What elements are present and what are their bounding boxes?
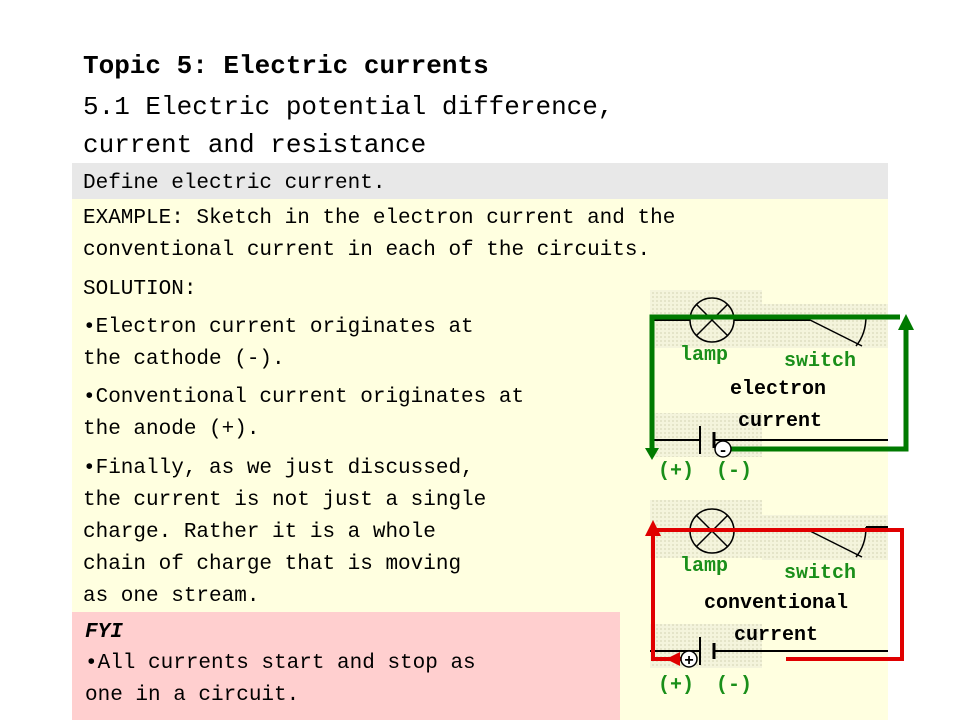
charge-plus-icon: + bbox=[680, 650, 698, 670]
charge-sign-2: + bbox=[684, 652, 694, 670]
conventional-current-arrow bbox=[645, 520, 904, 666]
current-label-line1: conventional bbox=[704, 592, 848, 615]
lamp-icon bbox=[689, 297, 735, 343]
terminal-minus-label: (-) bbox=[716, 674, 752, 697]
terminal-plus-label: (+) bbox=[658, 460, 694, 483]
conventional-circuit: + lamp switch conventional current (+) (… bbox=[645, 500, 904, 697]
page-title: Topic 5: Electric currents bbox=[83, 51, 489, 81]
page-subtitle: 5.1 Electric potential difference, curre… bbox=[83, 92, 614, 160]
fyi-title: FYI bbox=[85, 621, 123, 644]
switch-backdrop bbox=[762, 515, 888, 560]
bullet-chain: •Finally, as we just discussed, the curr… bbox=[83, 457, 487, 608]
define-bar: Define electric current. bbox=[72, 163, 888, 199]
electron-current-arrow bbox=[645, 314, 914, 460]
electron-circuit: - lamp switch electron current (+) (-) bbox=[645, 290, 914, 483]
bullet-electron: •Electron current originates at the cath… bbox=[83, 316, 474, 371]
define-text: Define electric current. bbox=[83, 172, 386, 195]
bullet-conventional: •Conventional current originates at the … bbox=[83, 386, 525, 441]
current-label-line1: electron bbox=[730, 378, 826, 401]
fyi-box: FYI •All currents start and stop as one … bbox=[72, 612, 620, 720]
switch-label: switch bbox=[784, 562, 856, 585]
fyi-body: •All currents start and stop as one in a… bbox=[85, 652, 476, 707]
battery-icon bbox=[699, 426, 716, 454]
battery-icon bbox=[699, 637, 716, 665]
solution-label: SOLUTION: bbox=[83, 278, 197, 301]
charge-sign-1: - bbox=[718, 442, 728, 460]
terminal-plus-label: (+) bbox=[658, 674, 694, 697]
switch-backdrop bbox=[762, 304, 888, 348]
current-label-line2: current bbox=[738, 410, 822, 433]
switch-label: switch bbox=[784, 350, 856, 373]
lamp-label: lamp bbox=[680, 344, 728, 367]
lamp-label: lamp bbox=[680, 555, 728, 578]
charge-minus-icon: - bbox=[714, 440, 732, 460]
terminal-minus-label: (-) bbox=[716, 460, 752, 483]
current-label-line2: current bbox=[734, 624, 818, 647]
example-text: EXAMPLE: Sketch in the electron current … bbox=[83, 207, 676, 262]
